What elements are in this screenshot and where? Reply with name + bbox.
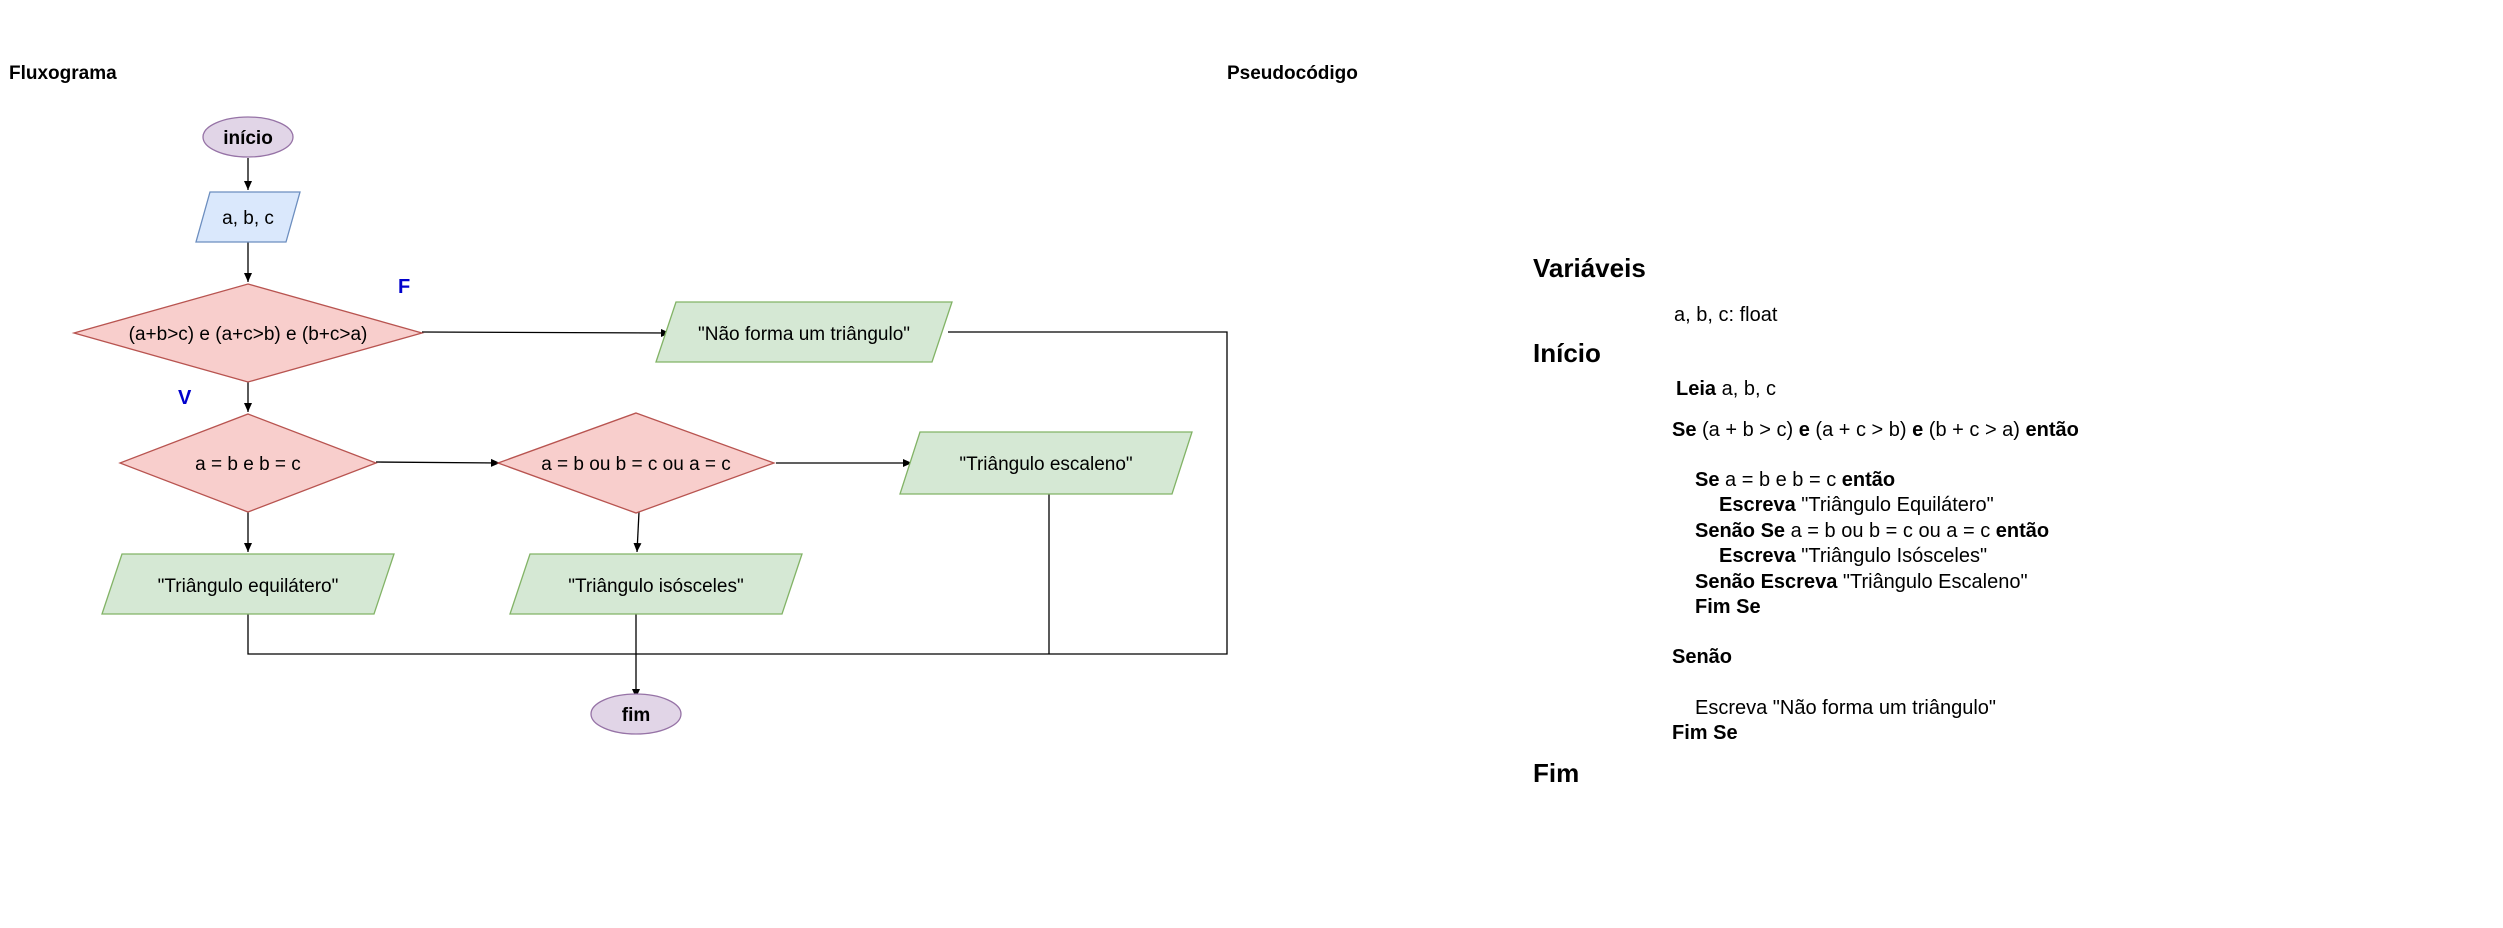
not-triangle-label: "Não forma um triângulo" — [698, 324, 910, 345]
pseudo-else-write-line: Senão Escreva "Triângulo Escaleno" — [1695, 570, 2028, 594]
pseudo-inner-then-kw: então — [1841, 469, 1896, 491]
pseudo-inner-if-cond: a = b e b = c — [1719, 469, 1842, 491]
end-terminal — [590, 693, 682, 735]
connectors — [244, 158, 1228, 698]
isosceles-output — [509, 553, 803, 615]
pseudocode-title: Pseudocódigo — [1227, 63, 1358, 84]
pseudo-then-kw: então — [2025, 419, 2079, 441]
start-label: início — [223, 128, 273, 149]
true-label: V — [178, 387, 192, 409]
pseudo-endif: Fim Se — [1672, 722, 1738, 744]
pseudo-inner-endif: Fim Se — [1695, 596, 1761, 618]
pseudo-inner-if-kw: Se — [1695, 469, 1720, 491]
decision-isosceles-label: a = b ou b = c ou a = c — [541, 454, 731, 475]
pseudo-read-kw: Leia — [1676, 378, 1717, 400]
pseudo-else-write-text: "Triângulo Escaleno" — [1837, 571, 2028, 593]
pseudo-else-write-not-triangle: Escreva "Não forma um triângulo" — [1695, 697, 1996, 719]
pseudo-write-text-2: "Triângulo Isósceles" — [1795, 545, 1988, 567]
edge-not-triangle-merge — [247, 331, 1228, 655]
pseudo-inner-if-line: Se a = b e b = c então — [1695, 468, 1895, 492]
scalene-label: "Triângulo escaleno" — [959, 454, 1132, 475]
equilateral-label: "Triângulo equilátero" — [158, 576, 339, 597]
input-node — [195, 191, 301, 243]
pseudo-and-kw-2: e — [1912, 419, 1924, 441]
pseudo-write-kw-2: Escreva — [1719, 545, 1796, 567]
pseudo-variables-header: Variáveis — [1533, 253, 1646, 283]
pseudo-elseif-then-kw: então — [1995, 520, 2050, 542]
pseudo-write-isosceles: Escreva "Triângulo Isósceles" — [1719, 544, 1987, 568]
edge-equilateral-no — [375, 458, 501, 467]
pseudo-begin-header: Início — [1533, 338, 1601, 368]
pseudo-variables-line: a, b, c: float — [1674, 304, 1778, 326]
edge-false-branch — [421, 328, 671, 337]
pseudo-elseif-kw: Senão Se — [1695, 520, 1786, 542]
pseudo-and-kw-1: e — [1798, 419, 1810, 441]
false-label: F — [398, 276, 410, 298]
decision-triangle — [71, 283, 425, 383]
edge-isosceles-yes — [633, 511, 642, 553]
pseudo-write-equilateral: Escreva "Triângulo Equilátero" — [1719, 493, 1994, 517]
decision-triangle-label: (a+b>c) e (a+c>b) e (b+c>a) — [129, 324, 368, 345]
pseudo-read-line: Leia a, b, c — [1676, 377, 1776, 401]
pseudo-if-cond-3: (b + c > a) — [1923, 419, 2026, 441]
pseudo-else-write-kw: Senão Escreva — [1695, 571, 1838, 593]
pseudo-write-text-1: "Triângulo Equilátero" — [1795, 494, 1994, 516]
pseudo-elseif-cond: a = b ou b = c ou a = c — [1785, 520, 1996, 542]
pseudo-else-kw: Senão — [1672, 646, 1733, 668]
pseudo-elseif-line: Senão Se a = b ou b = c ou a = c então — [1695, 519, 2049, 543]
pseudo-write-kw-1: Escreva — [1719, 494, 1796, 516]
isosceles-label: "Triângulo isósceles" — [568, 576, 743, 597]
pseudo-if-cond-1: (a + b > c) — [1696, 419, 1799, 441]
flowchart-title: Fluxograma — [9, 63, 117, 84]
pseudo-if-kw: Se — [1672, 419, 1697, 441]
decision-isosceles — [496, 412, 776, 514]
start-terminal — [202, 116, 294, 158]
end-label: fim — [622, 705, 651, 726]
input-label: a, b, c — [222, 208, 274, 229]
scalene-output — [899, 431, 1193, 495]
pseudo-read-args: a, b, c — [1716, 378, 1777, 400]
pseudo-if-cond-2: (a + c > b) — [1809, 419, 1913, 441]
decision-equilateral-label: a = b e b = c — [195, 454, 301, 475]
equilateral-output — [101, 553, 395, 615]
pseudo-if-line: Se (a + b > c) e (a + c > b) e (b + c > … — [1672, 418, 2079, 442]
decision-equilateral — [118, 413, 378, 513]
not-triangle-output — [655, 301, 953, 363]
pseudo-end-header: Fim — [1533, 758, 1580, 788]
